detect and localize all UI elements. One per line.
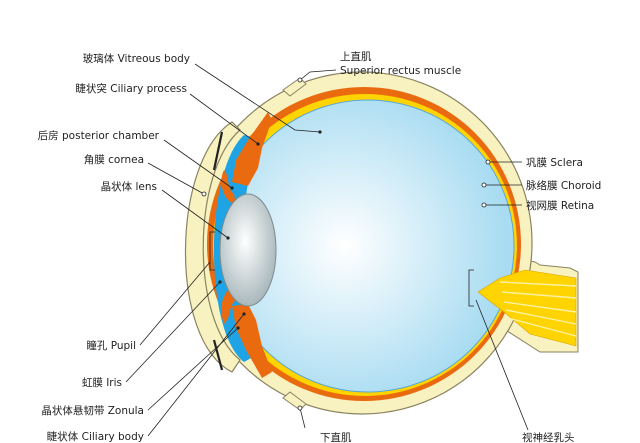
leader-choroid-dot	[481, 182, 487, 188]
leader-superior-rectus	[299, 69, 337, 81]
leader-retina-dot	[481, 202, 487, 208]
label-superior-rectus-en: Superior rectus muscle	[340, 65, 461, 77]
leader-cornea	[147, 162, 205, 195]
ciliary-body-upper	[232, 112, 272, 186]
leader-inferior-rectus-dot	[297, 405, 303, 411]
label-superior-rectus-cn: 上直肌	[340, 50, 372, 63]
ciliary-body-lower	[232, 304, 272, 378]
leader-vitreous	[194, 63, 321, 133]
label-choroid: 脉络膜 Choroid	[526, 179, 601, 192]
leader-ciliary-process	[189, 93, 259, 145]
label-sclera: 巩膜 Sclera	[526, 157, 583, 169]
inferior-rectus-muscle	[282, 391, 307, 411]
optic-nerve-fibers	[499, 281, 577, 337]
pupil-bracket	[209, 231, 215, 271]
leader-iris	[125, 281, 221, 383]
label-posterior-chamber: 后房 posterior chamber	[38, 129, 160, 142]
label-inferior-rectus: 下直肌	[320, 431, 352, 443]
lens	[219, 193, 277, 307]
label-lens: 晶状体 lens	[101, 180, 157, 193]
iris-upper	[221, 170, 236, 206]
leader-sclera-dot	[485, 159, 491, 165]
leader-pupil	[139, 261, 211, 346]
label-ciliary-body: 睫状体 Ciliary body	[47, 430, 144, 443]
leader-optic-disc	[475, 299, 529, 431]
label-cornea: 角膜 cornea	[84, 154, 144, 166]
leader-lens-dot	[226, 236, 230, 240]
leader-vitreous-dot	[318, 130, 322, 134]
label-iris: 虹膜 Iris	[82, 377, 122, 389]
leader-inferior-rectus	[299, 407, 306, 429]
eyelid-lower	[212, 339, 224, 371]
label-optic-disc: 视神经乳头	[522, 431, 575, 443]
leader-iris-dot	[218, 280, 222, 284]
cornea	[184, 121, 241, 373]
leader-superior-rectus-dot	[297, 77, 303, 83]
leader-lens	[161, 189, 229, 239]
label-retina: 视网膜 Retina	[526, 199, 594, 212]
label-ciliary-process: 睫状突 Ciliary process	[75, 82, 187, 95]
leader-ciliary-process-dot	[256, 142, 260, 146]
superior-rectus-muscle	[282, 77, 307, 97]
leader-posterior-chamber	[163, 139, 233, 189]
leader-ciliary-body-dot	[242, 312, 246, 316]
leader-zonula	[147, 327, 239, 411]
leader-cornea-dot	[201, 191, 207, 197]
leader-zonula-dot	[236, 326, 240, 330]
label-zonula: 晶状体悬韧带 Zonula	[41, 404, 144, 417]
eyelid-upper	[212, 131, 224, 171]
label-vitreous-body: 玻璃体 Vitreous body	[83, 52, 190, 65]
label-pupil: 瞳孔 Pupil	[86, 339, 136, 352]
leader-ciliary-body	[147, 313, 245, 437]
optic-disc-bracket	[468, 269, 474, 307]
leader-posterior-chamber-dot	[230, 186, 234, 190]
